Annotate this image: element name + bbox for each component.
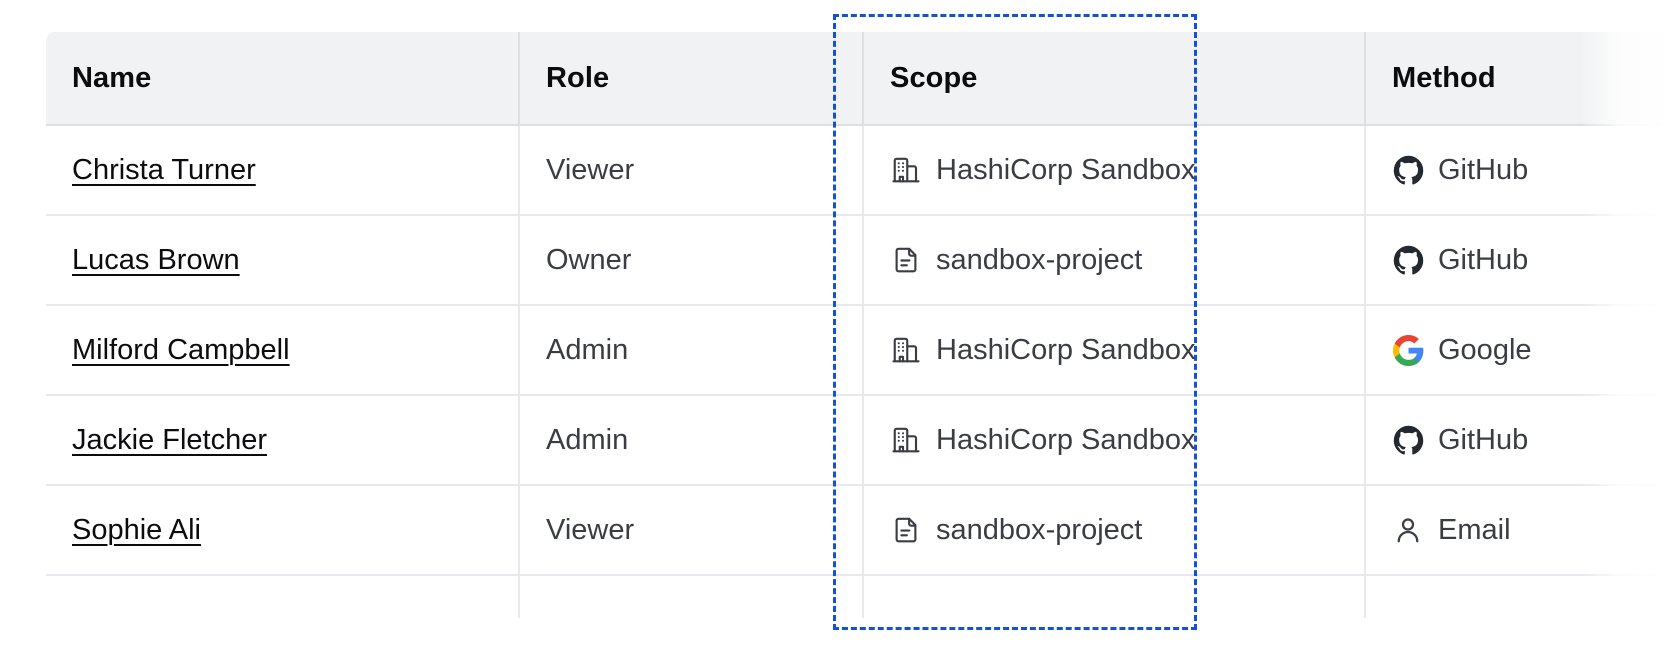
column-header-role[interactable]: Role <box>518 32 862 126</box>
github-icon <box>1392 154 1424 186</box>
table-header: Name Role Scope Method <box>46 32 1672 126</box>
method-label: Google <box>1438 333 1532 366</box>
organization-building-icon <box>890 334 922 366</box>
github-icon <box>1392 424 1424 456</box>
table-header-row: Name Role Scope Method <box>46 32 1672 126</box>
cell-role: Viewer <box>518 126 862 216</box>
cell-method: Google <box>1364 306 1672 396</box>
method-label: GitHub <box>1438 423 1529 456</box>
user-person-icon <box>1392 514 1424 546</box>
table-row: Lucas Brown Owner sa <box>46 216 1672 306</box>
github-icon <box>1392 244 1424 276</box>
cell-scope: sandbox-project <box>862 216 1364 306</box>
project-document-icon <box>890 514 922 546</box>
method-label: Email <box>1438 513 1511 546</box>
cell-name: Jackie Fletcher <box>46 396 518 486</box>
cell-name: Christa Turner <box>46 126 518 216</box>
cell-role: Viewer <box>518 486 862 576</box>
cell-method: GitHub <box>1364 396 1672 486</box>
cell-scope: sandbox-project <box>862 486 1364 576</box>
cell-method: GitHub <box>1364 126 1672 216</box>
cell-name: Lucas Brown <box>46 216 518 306</box>
cell-scope: HashiCorp Sandbox <box>862 396 1364 486</box>
scope-label: HashiCorp Sandbox <box>936 423 1196 456</box>
user-name-link[interactable]: Christa Turner <box>72 153 256 186</box>
scope-label: HashiCorp Sandbox <box>936 333 1196 366</box>
permissions-table: Name Role Scope Method Christa Turner Vi… <box>46 32 1672 618</box>
cell-method: GitHub <box>1364 216 1672 306</box>
cell-method: Email <box>1364 486 1672 576</box>
cell-name <box>46 576 518 618</box>
scope-label: sandbox-project <box>936 513 1143 546</box>
cell-scope: HashiCorp Sandbox <box>862 306 1364 396</box>
cell-role: Owner <box>518 216 862 306</box>
google-icon <box>1392 334 1424 366</box>
cell-name: Sophie Ali <box>46 486 518 576</box>
user-name-link[interactable]: Lucas Brown <box>72 243 240 276</box>
cell-scope: HashiCorp Sandbox <box>862 126 1364 216</box>
organization-building-icon <box>890 424 922 456</box>
scope-label: sandbox-project <box>936 243 1143 276</box>
scope-label: HashiCorp Sandbox <box>936 153 1196 186</box>
cell-scope <box>862 576 1364 618</box>
cell-role: Admin <box>518 396 862 486</box>
user-name-link[interactable]: Jackie Fletcher <box>72 423 268 456</box>
cell-name: Milford Campbell <box>46 306 518 396</box>
table-row: Jackie Fletcher Admin <box>46 396 1672 486</box>
table-row: Milford Campbell Admin <box>46 306 1672 396</box>
permissions-table-scroll-region[interactable]: Name Role Scope Method Christa Turner Vi… <box>46 32 1672 652</box>
method-label: GitHub <box>1438 243 1529 276</box>
organization-building-icon <box>890 154 922 186</box>
table-row: Sophie Ali Viewer sa <box>46 486 1672 576</box>
project-document-icon <box>890 244 922 276</box>
table-row: Christa Turner Viewer <box>46 126 1672 216</box>
user-name-link[interactable]: Sophie Ali <box>72 513 201 546</box>
user-name-link[interactable]: Milford Campbell <box>72 333 290 366</box>
cell-role: Admin <box>518 306 862 396</box>
method-label: GitHub <box>1438 153 1529 186</box>
table-body: Christa Turner Viewer <box>46 126 1672 618</box>
cell-role <box>518 576 862 618</box>
column-header-name[interactable]: Name <box>46 32 518 126</box>
table-row <box>46 576 1672 618</box>
column-header-method[interactable]: Method <box>1364 32 1672 126</box>
column-header-scope[interactable]: Scope <box>862 32 1364 126</box>
cell-method <box>1364 576 1672 618</box>
